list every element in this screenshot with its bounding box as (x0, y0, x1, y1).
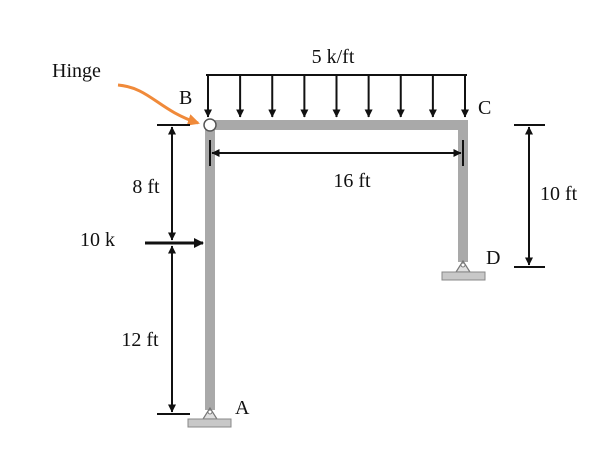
distributed-load (204, 74, 469, 118)
hinge-label: Hinge (52, 60, 101, 82)
dim-10-label: 10 ft (540, 183, 578, 205)
node-d-label: D (486, 247, 500, 269)
dim-12-label: 12 ft (121, 329, 159, 351)
dimension-10ft (514, 124, 545, 268)
node-b-label: B (179, 87, 192, 109)
node-a-label: A (235, 397, 250, 419)
column-cd (458, 120, 468, 262)
load-label: 5 k/ft (312, 46, 355, 68)
hinge-symbol (203, 118, 217, 132)
hinge-pointer-arrow (117, 83, 200, 126)
dim-16-label: 16 ft (333, 170, 371, 192)
beam-bc (205, 120, 468, 130)
force-label: 10 k (80, 229, 115, 251)
node-c-label: C (478, 97, 491, 119)
pin-support-a (187, 406, 232, 428)
dimension-16ft (209, 140, 464, 166)
column-ab (205, 120, 215, 410)
dim-8-label: 8 ft (132, 176, 160, 198)
pin-support-d (441, 259, 486, 281)
dimension-left (157, 124, 190, 415)
